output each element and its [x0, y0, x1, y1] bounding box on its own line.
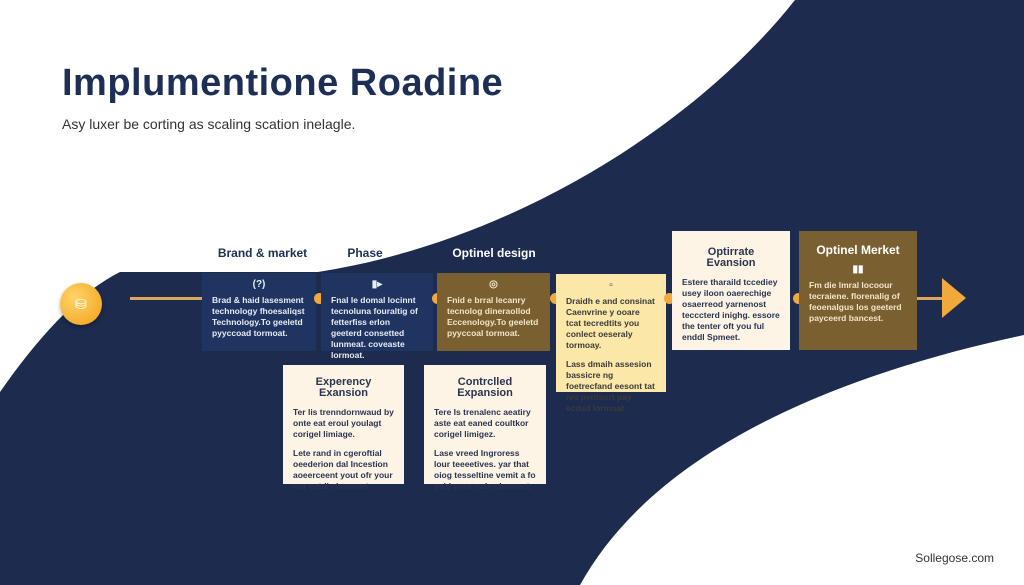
start-badge-icon: ⛁	[60, 283, 102, 325]
card-text: Draidh e and consinat Caenvrine y ooare …	[566, 296, 655, 350]
card-text: Estere tharaild tccediey usey iloon oaer…	[682, 277, 780, 342]
phase-label-brand: Brand & market	[217, 246, 308, 260]
page-subtitle: Asy luxer be corting as scaling scation …	[62, 116, 356, 132]
card-text: Ter lis trenndornwaud by onte eat eroul …	[293, 407, 394, 439]
card-title: Optirrate Evansion	[706, 246, 756, 269]
phase-card-8: Contrclled Expansion Tere Is trenalenc a…	[424, 365, 546, 491]
video-icon: ▮▸	[371, 279, 383, 290]
card-text: Tere Is trenalenc aeatiry aste eat eaned…	[434, 407, 531, 439]
phase-card-7: Experency Exansion Ter lis trenndornwaud…	[283, 365, 404, 491]
card-text: Brad & haid lasesment technology fhoesal…	[212, 295, 305, 338]
card-text-2: Lete rand in cgeroftial oeederion dal In…	[293, 448, 393, 491]
card-text-2: Lase vreed Ingroress lour teeeetives. ya…	[434, 448, 536, 491]
timeline-dot	[793, 293, 804, 304]
footer-site: Sollegose.com	[915, 551, 994, 565]
phase-card-3: ◎ Fnid e brral lecanry tecnolog dineraol…	[437, 273, 550, 351]
phase-card-5: Optirrate Evansion Estere tharaild tcced…	[672, 231, 790, 350]
card-text-2: Lass dmaih assesion bassicre ng foetrecf…	[566, 359, 655, 413]
phase-label-phase: Phase	[347, 246, 383, 260]
card-text: Fnid e brral lecanry tecnolog dineraollo…	[447, 295, 539, 338]
phase-card-6: Optinel Merket ▮▮ Fm die lmral locoour t…	[799, 231, 917, 350]
timeline-dot	[664, 293, 675, 304]
phase-label-optinel-design: Optinel design	[452, 246, 536, 260]
card-title: Optinel Merket	[816, 243, 900, 257]
arrow-right-icon	[942, 278, 966, 318]
page-title: Implumentione Roadine	[62, 62, 504, 104]
card-title: Contrclled Expansion	[457, 376, 513, 399]
document-icon: ▫	[609, 280, 613, 291]
timeline-line-end	[905, 297, 945, 300]
card-text: Fnal le domal locinnt tecnoluna fouralti…	[331, 295, 418, 360]
phase-card-4: ▫ Draidh e and consinat Caenvrine y ooar…	[556, 274, 666, 413]
card-title: Experency Exansion	[315, 376, 372, 399]
timeline-line	[130, 297, 202, 300]
card-text: Fm die lmral locoour tecraiene. florenal…	[809, 280, 902, 323]
timeline-dot	[550, 293, 561, 304]
target-icon: ◎	[489, 279, 498, 290]
question-icon: (?)	[252, 279, 266, 290]
timeline-dot	[314, 293, 325, 304]
book-icon: ▮▮	[852, 264, 864, 275]
phase-card-2: ▮▸ Fnal le domal locinnt tecnoluna foura…	[321, 273, 433, 360]
phase-card-1: (?) Brad & haid lasesment technology fho…	[202, 273, 316, 351]
